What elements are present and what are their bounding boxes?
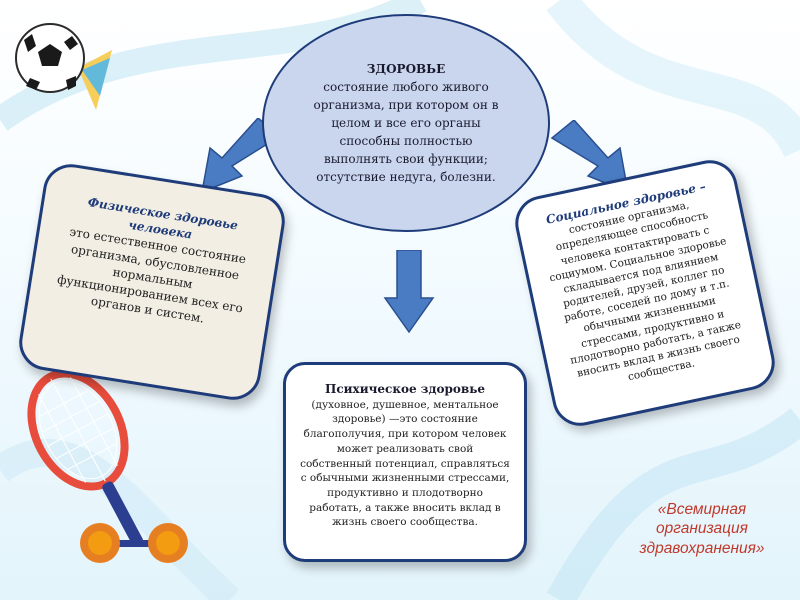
social-health-card: Социальное здоровье – состояние организм… <box>510 155 780 431</box>
mental-health-card: Психическое здоровье (духовное, душевное… <box>283 362 527 562</box>
arrow-to-physical <box>201 118 282 194</box>
soccer-ball-icon <box>15 23 112 110</box>
health-definition: ЗДОРОВЬЕ состояние любого живого организ… <box>262 14 550 232</box>
who-attribution: «Всемирная организация здравохранения» <box>639 501 765 557</box>
health-title: ЗДОРОВЬЕ <box>366 62 446 76</box>
arrow-to-social <box>550 120 629 194</box>
physical-health-card: Физическое здоровье человека это естеств… <box>15 160 289 404</box>
tennis-racket-icon <box>27 369 143 547</box>
mental-health-title: Психическое здоровье <box>325 382 485 396</box>
arrow-to-mental <box>383 250 435 334</box>
mental-health-text: (духовное, душевное, ментальное здоровье… <box>300 398 510 529</box>
dumbbell-icon <box>80 523 188 563</box>
health-text: состояние любого живого организма, при к… <box>313 80 499 184</box>
background-swirl <box>0 438 240 600</box>
